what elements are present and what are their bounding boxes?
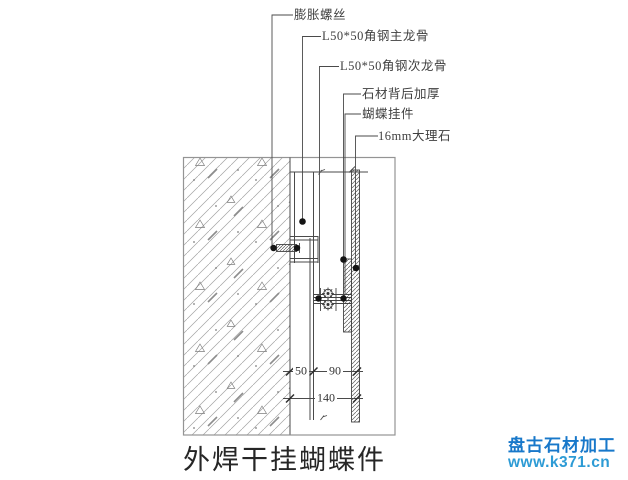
dimension-50: 50 [293, 363, 309, 379]
watermark-url: www.k371.cn [508, 453, 611, 471]
wall-hatch [184, 158, 290, 435]
drawing-title: 外焊干挂蝴蝶件 [183, 445, 386, 475]
dimension-90: 90 [327, 363, 343, 379]
expansion-bolt-graphic [270, 243, 301, 253]
watermark-brand: 盘古石材加工 [508, 436, 616, 455]
callout-secondary-keel: L50*50角钢次龙骨 [340, 59, 447, 73]
watermark: 盘古石材加工 www.k371.cn [508, 437, 626, 471]
leader-lines [271, 14, 378, 296]
structure-lines [289, 157, 368, 435]
callout-stone-backing: 石材背后加厚 [362, 87, 441, 101]
callout-main-keel: L50*50角钢主龙骨 [322, 29, 429, 43]
callout-expansion-bolt: 膨胀螺丝 [294, 8, 347, 22]
callout-marble: 16mm大理石 [378, 129, 451, 143]
callout-butterfly-fitting: 蝴蝶挂件 [362, 107, 415, 121]
frame-border [182, 156, 396, 436]
dimension-140: 140 [315, 390, 337, 406]
leader-dots [299, 218, 360, 272]
